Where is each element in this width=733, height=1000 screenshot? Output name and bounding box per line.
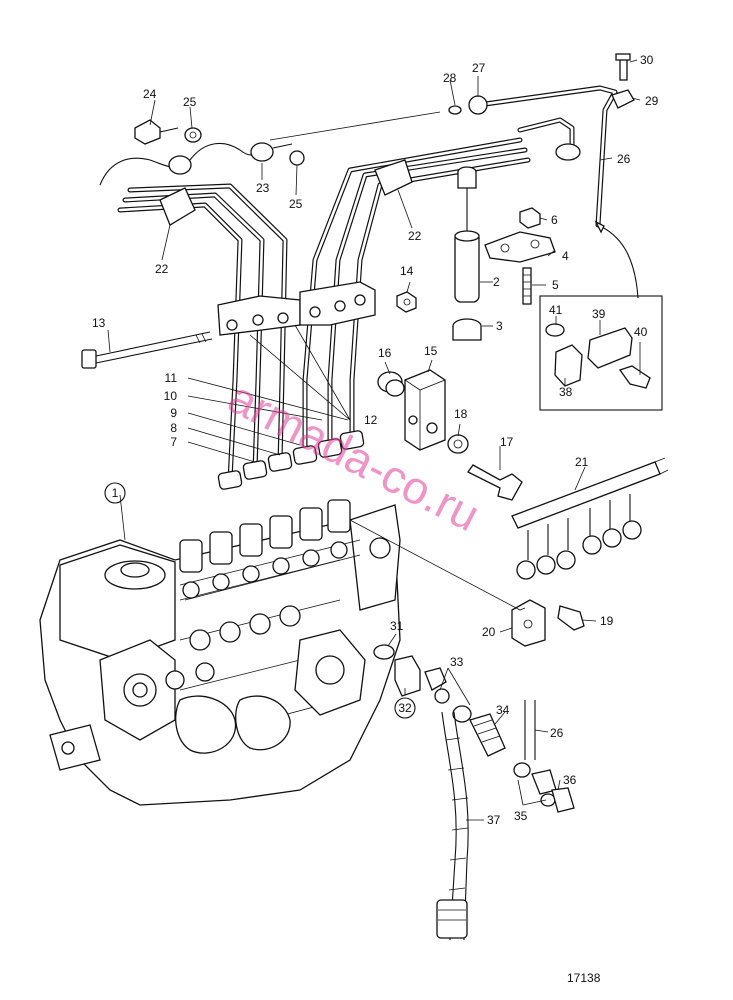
- callout-36: 36: [563, 773, 577, 787]
- callout-27: 27: [472, 61, 486, 75]
- pipe-clamps: [159, 159, 413, 336]
- callout-25-bottom: 25: [289, 197, 303, 211]
- callout-22-right: 22: [408, 229, 422, 243]
- filter-assembly: [452, 166, 556, 341]
- bracket-and-bolt: [511, 599, 585, 647]
- clamp-detail-inset: [539, 295, 663, 411]
- leader-lines: [107, 59, 641, 821]
- washer-and-bolt: [447, 434, 523, 501]
- callout-22-left: 22: [155, 262, 169, 276]
- callout-17: 17: [500, 435, 514, 449]
- callout-28: 28: [443, 71, 457, 85]
- delivery-valve-holders: [179, 499, 361, 601]
- callout-12: 12: [364, 413, 378, 427]
- callout-19: 19: [600, 614, 614, 628]
- callout-13: 13: [92, 316, 106, 330]
- callout-11: 11: [165, 371, 178, 385]
- callout-2: 2: [493, 275, 500, 289]
- callout-25-top: 25: [183, 95, 197, 109]
- drawing-number: 17138: [567, 971, 601, 985]
- callout-31: 31: [390, 619, 404, 633]
- callout-7: 7: [170, 435, 177, 449]
- callout-15: 15: [424, 344, 438, 358]
- callout-1: 1: [112, 486, 119, 500]
- nut: [396, 291, 417, 313]
- callout-16: 16: [378, 346, 392, 360]
- return-hose-assembly: [373, 644, 575, 941]
- injection-pump-body: [39, 499, 401, 806]
- callout-3: 3: [496, 319, 503, 333]
- callout-5: 5: [552, 278, 559, 292]
- banjo-bolts-left: [99, 111, 441, 186]
- callout-23: 23: [256, 181, 270, 195]
- callout-41: 41: [549, 303, 563, 317]
- callout-33: 33: [450, 655, 464, 669]
- leak-off-line: [448, 53, 635, 228]
- callout-18: 18: [454, 407, 468, 421]
- callout-37: 37: [487, 813, 501, 827]
- callout-26-top: 26: [617, 152, 631, 166]
- banjo-fittings: [516, 494, 642, 580]
- long-bolt: [81, 331, 213, 369]
- callout-38: 38: [559, 385, 573, 399]
- callout-40: 40: [634, 325, 648, 339]
- callout-21: 21: [575, 455, 589, 469]
- callout-30: 30: [640, 53, 654, 67]
- callout-6: 6: [551, 213, 558, 227]
- callout-labels: 1 2 3 4 5 6 7 8 9 10 11 12 13 14 15 16 1…: [92, 53, 659, 827]
- callout-20: 20: [482, 625, 496, 639]
- callout-8: 8: [170, 421, 177, 435]
- callout-9: 9: [170, 406, 177, 420]
- return-fuel-rail: [511, 457, 669, 580]
- callout-10: 10: [164, 389, 178, 403]
- callout-34: 34: [496, 703, 510, 717]
- distribution-block: [377, 369, 446, 451]
- pump-side-fittings: [165, 605, 301, 690]
- callout-29: 29: [645, 94, 659, 108]
- callout-32: 32: [398, 701, 412, 715]
- callout-4: 4: [562, 249, 569, 263]
- callout-35: 35: [514, 809, 528, 823]
- callout-14: 14: [400, 264, 414, 278]
- callout-39: 39: [592, 307, 606, 321]
- callout-26-bottom: 26: [550, 726, 564, 740]
- callout-24: 24: [143, 87, 157, 101]
